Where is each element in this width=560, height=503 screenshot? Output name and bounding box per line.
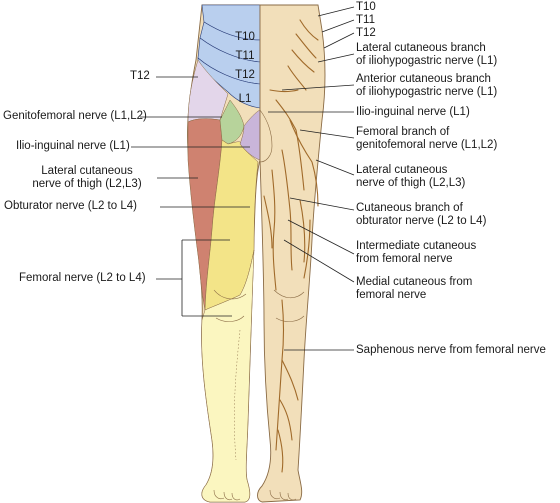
label-intermediate-cutaneous: Intermediate cutaneous from femoral nerv… (356, 240, 476, 266)
label-cutaneous-obturator-line1: Cutaneous branch of (356, 202, 463, 214)
ilioinguinal-region (239, 109, 261, 161)
label-cutaneous-obturator-line2: obturator nerve (L2 to L4) (356, 215, 487, 227)
label-medial-cutaneous: Medial cutaneous from femoral nerve (356, 276, 472, 302)
right-knee-outline (273, 289, 305, 322)
groin-outline (259, 109, 273, 163)
label-ant-iliohypogastric: Anterior cutaneous branch of iliohypogas… (356, 73, 497, 99)
label-medial-cutaneous-line1: Medial cutaneous from (356, 276, 473, 288)
label-lat-iliohypogastric-line2: of iliohypogastric nerve (L1) (356, 55, 498, 67)
label-right-t11: T11 (356, 14, 375, 26)
label-left-lateral-cutaneous-line2: nerve of thigh (L2,L3) (32, 178, 142, 190)
nerve-branches (263, 19, 319, 473)
label-left-ilioinguinal: Ilio-inguinal nerve (L1) (16, 140, 130, 152)
label-ant-iliohypogastric-line1: Anterior cutaneous branch (356, 73, 491, 85)
label-femoral-branch-line1: Femoral branch of (356, 126, 450, 138)
leader-lines (131, 6, 355, 351)
left-foot-toes (213, 489, 241, 501)
left-knee-outline (213, 289, 247, 322)
label-femoral-branch: Femoral branch of genitofemoral nerve (L… (356, 126, 497, 152)
segment-label-t12: T12 (235, 69, 255, 81)
label-right-t10: T10 (356, 1, 376, 13)
femoral-region (201, 249, 255, 503)
label-medial-cutaneous-line2: femoral nerve (356, 289, 427, 301)
label-left-lateral-cutaneous: Lateral cutaneous nerve of thigh (L2,L3) (12, 165, 162, 191)
label-right-ilioinguinal: Ilio-inguinal nerve (L1) (356, 106, 470, 118)
label-ant-iliohypogastric-line2: of iliohypogastric nerve (L1) (356, 86, 498, 98)
right-leg-nerves (257, 4, 326, 503)
label-lat-iliohypogastric-line1: Lateral cutaneous branch (356, 42, 486, 54)
label-right-t12: T12 (356, 27, 376, 39)
label-right-lateral-cutaneous: Lateral cutaneous nerve of thigh (L2,L3) (356, 164, 465, 190)
label-right-lateral-cutaneous-line2: nerve of thigh (L2,L3) (356, 177, 466, 189)
segment-label-t11: T11 (235, 50, 255, 62)
label-saphenous: Saphenous nerve from femoral nerve (356, 344, 546, 356)
label-femoral: Femoral nerve (L2 to L4) (19, 272, 146, 284)
label-intermediate-cutaneous-line2: from femoral nerve (356, 253, 453, 265)
label-genitofemoral: Genitofemoral nerve (L1,L2) (3, 110, 147, 122)
segment-label-l1: L1 (238, 93, 252, 105)
label-right-lateral-cutaneous-line1: Lateral cutaneous (356, 164, 448, 176)
label-left-lateral-cutaneous-line1: Lateral cutaneous (41, 165, 133, 177)
label-cutaneous-obturator: Cutaneous branch of obturator nerve (L2 … (356, 202, 486, 228)
left-leg-dermatomes (187, 4, 261, 503)
label-intermediate-cutaneous-line1: Intermediate cutaneous (356, 240, 477, 252)
label-lat-iliohypogastric: Lateral cutaneous branch of iliohypogast… (356, 42, 497, 68)
right-foot-toes (269, 489, 297, 501)
segment-label-t10: T10 (235, 31, 255, 43)
label-femoral-branch-line2: genitofemoral nerve (L1,L2) (356, 139, 498, 151)
label-left-t12: T12 (130, 70, 150, 82)
label-obturator: Obturator nerve (L2 to L4) (4, 200, 137, 212)
